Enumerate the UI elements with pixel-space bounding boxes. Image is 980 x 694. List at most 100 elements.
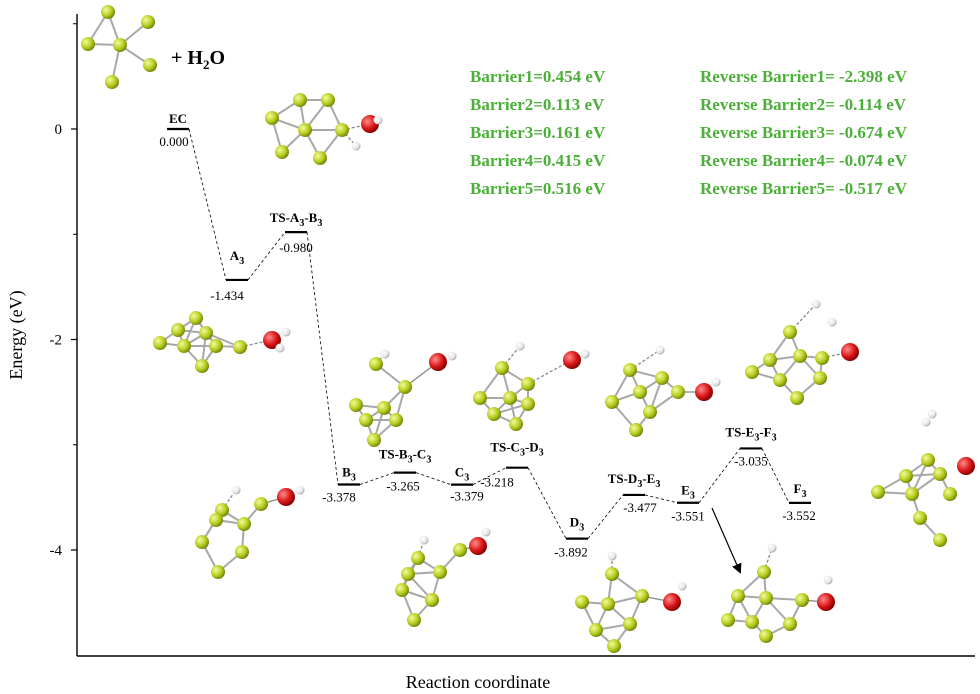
- sulfur-atom: [815, 351, 829, 365]
- sulfur-atom: [254, 497, 268, 511]
- sulfur-atom: [731, 589, 745, 603]
- sulfur-atom: [871, 485, 885, 499]
- oxygen-atom: [277, 488, 295, 506]
- sulfur-atom: [623, 617, 637, 631]
- energy-value-label: -3.477: [623, 500, 657, 515]
- sulfur-atom: [790, 391, 804, 405]
- sulfur-atom: [349, 398, 363, 412]
- sulfur-atom: [473, 391, 487, 405]
- connector: [698, 448, 741, 503]
- sulfur-atom: [367, 433, 381, 447]
- connector: [247, 231, 286, 281]
- sulfur-atom: [899, 469, 913, 483]
- sulfur-atom: [209, 339, 223, 353]
- connector: [761, 448, 790, 504]
- energy-value-label: -3.035: [734, 453, 768, 468]
- sulfur-atom: [759, 591, 773, 605]
- hydrogen-atom: [373, 115, 383, 125]
- hydrogen-atom: [351, 141, 361, 151]
- hydrogen-atom: [655, 345, 665, 355]
- state-label-a3: A3: [230, 248, 244, 267]
- sulfur-atom: [601, 597, 615, 611]
- hydrogen-atom: [677, 581, 687, 591]
- sulfur-atom: [359, 413, 373, 427]
- hydrogen-atom: [580, 349, 590, 359]
- cluster-c3-lower: [395, 527, 491, 627]
- hydrogen-atom: [295, 485, 305, 495]
- sulfur-atom: [425, 593, 439, 607]
- sulfur-atom: [389, 413, 403, 427]
- state-label-ts-e3-f3: TS-E3-F3: [725, 424, 776, 443]
- barrier-5: Barrier5=0.516 eV: [470, 179, 606, 198]
- sulfur-atom: [521, 377, 535, 391]
- energy-labels: 0.000-1.434-0.980-3.378-3.265-3.379-3.21…: [159, 134, 815, 560]
- e3-structure-arrow: [711, 507, 742, 574]
- state-label-d3: D3: [570, 515, 584, 534]
- state-label-e3: E3: [681, 483, 695, 502]
- hydrogen-atom: [380, 349, 390, 359]
- hydrogen-atom: [827, 317, 837, 327]
- cluster-a3: [153, 311, 291, 373]
- sulfur-atom: [643, 405, 657, 419]
- sulfur-atom: [189, 311, 203, 325]
- y-tick-label: 0: [55, 122, 63, 138]
- sulfur-atom: [398, 380, 412, 394]
- oxygen-atom: [841, 343, 859, 361]
- sulfur-atom: [487, 407, 501, 421]
- cluster-ec: [81, 5, 157, 89]
- sulfur-atom: [773, 373, 787, 387]
- sulfur-atom: [763, 353, 777, 367]
- sulfur-atom: [433, 565, 447, 579]
- state-label-ec: EC: [169, 111, 187, 126]
- sulfur-atom: [401, 567, 415, 581]
- oxygen-atom: [263, 331, 281, 349]
- state-label-f3: F3: [794, 481, 807, 500]
- sulfur-atom: [209, 513, 223, 527]
- state-label-ts-a3-b3: TS-A3-B3: [270, 210, 323, 229]
- hydrogen-atom: [515, 341, 525, 351]
- sulfur-atom: [321, 93, 335, 107]
- sulfur-atom: [153, 336, 167, 350]
- energy-value-label: -3.552: [782, 508, 816, 523]
- sulfur-atom: [623, 363, 637, 377]
- connector: [306, 232, 339, 485]
- sulfur-atom: [913, 511, 927, 525]
- cluster-d3-lower: [575, 551, 687, 653]
- sulfur-atom: [905, 487, 919, 501]
- energy-value-label: -3.551: [671, 509, 705, 524]
- barrier-3: Barrier3=0.161 eV: [470, 123, 606, 142]
- cluster-e3-lower: [721, 543, 835, 643]
- connector: [188, 128, 227, 281]
- y-axis-title: Energy (eV): [6, 290, 27, 379]
- sulfur-atom: [633, 385, 647, 399]
- sulfur-atom: [757, 565, 771, 579]
- molecule-illustrations: [81, 5, 975, 653]
- energy-value-label: -3.379: [450, 489, 484, 504]
- sulfur-atom: [921, 453, 935, 467]
- sulfur-atom: [589, 623, 603, 637]
- sulfur-atom: [293, 93, 307, 107]
- sulfur-atom: [793, 349, 807, 363]
- barrier-2: Barrier2=0.113 eV: [470, 95, 605, 114]
- sulfur-atom: [745, 365, 759, 379]
- reverse-barrier-3: Reverse Barrier3= -0.674 eV: [700, 123, 908, 142]
- sulfur-atom: [105, 75, 119, 89]
- oxygen-atom: [663, 593, 681, 611]
- sulfur-atom: [113, 38, 127, 52]
- sulfur-atom: [265, 111, 279, 125]
- sulfur-atom: [395, 583, 409, 597]
- sulfur-atom: [275, 145, 289, 159]
- sulfur-atom: [141, 15, 155, 29]
- sulfur-atom: [521, 397, 535, 411]
- energy-value-label: 0.000: [159, 134, 188, 149]
- state-label-ts-b3-c3: TS-B3-C3: [379, 447, 432, 466]
- sulfur-atom: [411, 551, 425, 565]
- connector: [472, 467, 507, 485]
- sulfur-atom: [813, 371, 827, 385]
- reverse-barrier-1: Reverse Barrier1= -2.398 eV: [700, 67, 908, 86]
- y-ticks: 0-2-4: [50, 23, 77, 559]
- axes: 0-2-4: [50, 14, 975, 657]
- barrier-4: Barrier4=0.415 eV: [470, 151, 606, 170]
- y-tick-label: -2: [50, 333, 63, 349]
